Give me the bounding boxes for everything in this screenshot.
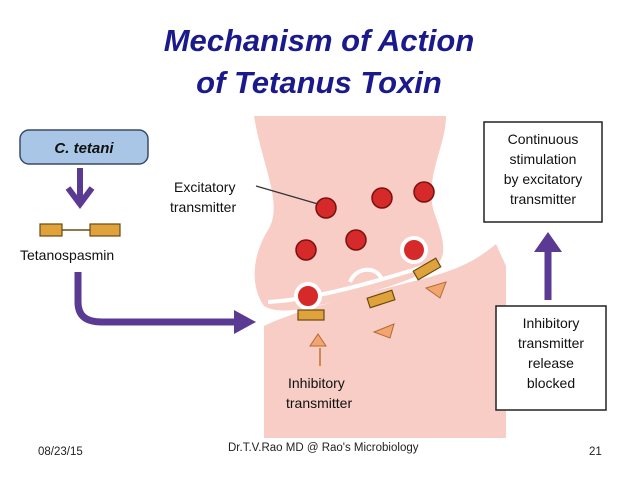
excitatory-vesicles [294, 181, 435, 310]
toxin-bar [366, 289, 396, 309]
inhibitory-molecule [309, 333, 327, 347]
blocked-box [495, 305, 607, 411]
vesicle [371, 187, 393, 209]
result-box-line2: stimulation [510, 151, 577, 167]
slide-title-line1: Mechanism of Action [163, 23, 475, 58]
toxin-molecule [39, 223, 121, 237]
organism-box [19, 129, 149, 165]
up-arrowhead [534, 232, 562, 252]
result-box-line4: transmitter [510, 191, 576, 207]
toxin-path-arrowhead [234, 310, 256, 334]
toxin-path-arrow [74, 272, 238, 326]
toxin-label: Tetanospasmin [20, 247, 114, 263]
presynaptic-membrane [267, 264, 427, 304]
toxin-bar [297, 309, 325, 321]
inhibitory-transmitter-triangles [309, 281, 447, 347]
vesicle [400, 236, 428, 264]
blocked-box-line4: blocked [527, 375, 575, 391]
tetanus-mechanism-diagram: C. tetani Tetanospasmin Excitatory trans… [6, 116, 632, 438]
postsynaptic-neuron [264, 244, 506, 438]
inhibitory-molecule [372, 323, 395, 339]
excitatory-pointer [255, 185, 319, 205]
toxin-bar [412, 257, 442, 281]
blocked-box-line3: release [528, 355, 574, 371]
result-box-line1: Continuous [508, 131, 579, 147]
membrane-pocket [348, 267, 384, 283]
toxin-chain-a [39, 223, 63, 237]
vesicle [413, 181, 435, 203]
vesicle [345, 229, 367, 251]
result-box-line3: by excitatory [504, 171, 583, 187]
footer-date: 08/23/15 [38, 446, 83, 458]
footer-page-number: 21 [589, 446, 602, 458]
slide-title-line2: of Tetanus Toxin [196, 65, 442, 100]
excitatory-label-line2: transmitter [170, 199, 236, 215]
blocked-box-line1: Inhibitory [523, 315, 580, 331]
footer-credit: Dr.T.V.Rao MD @ Rao's Microbiology [228, 442, 419, 454]
result-box [483, 121, 603, 223]
inhibitory-molecule [424, 281, 447, 299]
excitatory-label-line1: Excitatory [174, 179, 235, 195]
down-arrow [65, 168, 95, 209]
vesicle [315, 197, 337, 219]
inhibitory-label-line2: transmitter [286, 395, 352, 411]
presynaptic-terminal [254, 116, 446, 311]
bound-toxin-bars [297, 257, 442, 321]
organism-label: C. tetani [54, 140, 114, 157]
vesicle [295, 239, 317, 261]
inhibitory-label-line1: Inhibitory [288, 375, 345, 391]
blocked-box-line2: transmitter [518, 335, 584, 351]
vesicle [294, 282, 322, 310]
toxin-chain-b [89, 223, 121, 237]
